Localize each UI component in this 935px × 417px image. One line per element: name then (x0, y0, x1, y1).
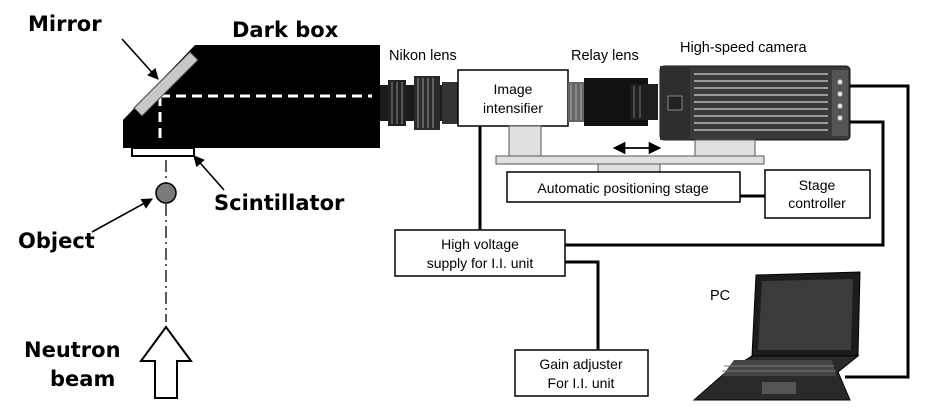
gain-adjuster-line2: For I.I. unit (548, 375, 615, 391)
nikon-lens-label: Nikon lens (389, 48, 457, 64)
positioning-stage-label: Automatic positioning stage (537, 180, 708, 196)
positioning-stage-box: Automatic positioning stage (506, 171, 741, 203)
gain-adjuster-box: Gain adjuster For I.I. unit (514, 349, 649, 397)
stage-controller-box: Stage controller (764, 169, 871, 219)
stage-controller-line2: controller (788, 195, 846, 211)
high-speed-camera (659, 65, 851, 141)
intensifier-support (508, 125, 542, 157)
mirror-label: Mirror (28, 12, 102, 36)
dark-box-label: Dark box (232, 18, 339, 42)
pc-label: PC (710, 288, 730, 304)
high-voltage-line2: supply for I.I. unit (427, 255, 534, 271)
image-intensifier-box: Image intensifier (457, 69, 569, 127)
stage-controller-line1: Stage (799, 177, 836, 193)
mirror-pointer (121, 38, 159, 80)
pc-laptop (692, 271, 861, 401)
high-voltage-line1: High voltage (441, 236, 519, 252)
nikon-lens (380, 76, 458, 130)
mirror-plate (133, 51, 199, 117)
gain-adjuster-line1: Gain adjuster (539, 356, 623, 372)
image-intensifier-line1: Image (494, 81, 533, 97)
object-sample (155, 182, 177, 204)
relay-lens (568, 78, 658, 126)
neutron-beam-arrow (139, 325, 193, 399)
hv-controller-wire (565, 120, 885, 247)
neutron-beam-label-line2: beam (50, 367, 115, 391)
high-speed-camera-label: High-speed camera (680, 40, 807, 56)
relay-lens-label: Relay lens (571, 48, 639, 64)
scintillator-pointer (193, 155, 225, 191)
camera-pc-wire (845, 84, 910, 379)
high-voltage-box: High voltage supply for I.I. unit (394, 229, 566, 277)
camera-support (694, 139, 756, 157)
stage-base (597, 163, 661, 173)
stage-platform (495, 155, 765, 165)
image-intensifier-line2: intensifier (483, 100, 543, 116)
scintillator-plate (131, 147, 195, 157)
object-pointer (91, 198, 153, 233)
object-label: Object (18, 229, 95, 253)
hv-gain-wire (565, 260, 600, 350)
scintillator-label: Scintillator (214, 191, 345, 215)
neutron-beam-label-line1: Neutron (24, 338, 121, 362)
